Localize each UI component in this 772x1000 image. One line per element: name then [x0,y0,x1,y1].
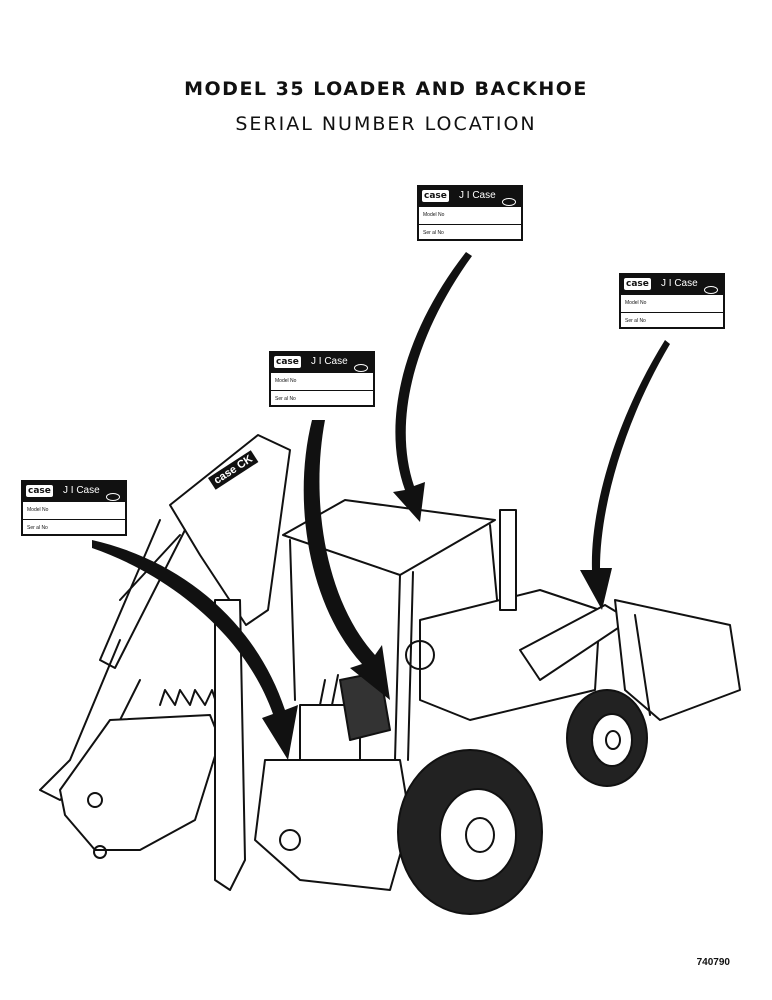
model-no-label: Model No [621,294,723,312]
page-subtitle: SERIAL NUMBER LOCATION [235,113,537,135]
oval-icon [704,286,718,294]
model-no-label: Model No [419,206,521,224]
plate-brand: J I Case [459,190,496,201]
case-logo: case [274,356,301,368]
serial-no-label: Ser al No [271,390,373,408]
oval-icon [502,198,516,206]
document-number: 740790 [696,957,730,968]
serial-plate-control-tower: case J I Case Model No Ser al No [269,351,375,407]
plate-brand: J I Case [661,278,698,289]
serial-plate-loader: case J I Case Model No Ser al No [619,273,725,329]
serial-no-label: Ser al No [621,312,723,330]
case-logo: case [422,190,449,202]
serial-plate-canopy: case J I Case Model No Ser al No [417,185,523,241]
serial-no-label: Ser al No [419,224,521,242]
serial-plate-backhoe: case J I Case Model No Ser al No [21,480,127,536]
case-logo: case [26,485,53,497]
plate-brand: J I Case [63,485,100,496]
case-logo: case [624,278,651,290]
model-no-label: Model No [271,372,373,390]
model-no-label: Model No [23,501,125,519]
plate-brand: J I Case [311,356,348,367]
oval-icon [106,493,120,501]
oval-icon [354,364,368,372]
serial-no-label: Ser al No [23,519,125,537]
page-title: MODEL 35 LOADER AND BACKHOE [184,78,588,100]
